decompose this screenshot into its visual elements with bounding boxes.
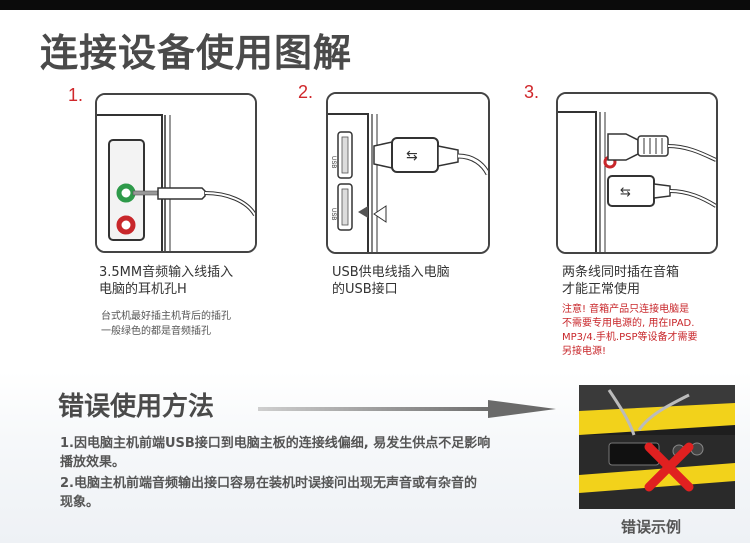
- step-1-note: 台式机最好插主机背后的插孔 一般绿色的都是音频插孔: [101, 309, 231, 339]
- step-1-number: 1.: [68, 85, 84, 105]
- step-3-note-line-4: 另接电源!: [562, 346, 607, 357]
- wrong-example-caption: 错误示例: [621, 518, 682, 536]
- step-3-caption-line-1: 两条线同时插在音箱: [562, 265, 680, 280]
- speaker-back-diagram: ⇆: [558, 94, 716, 252]
- step-3-note: 注意! 音箱产品只连接电脑是 不需要专用电源的, 用在IPAD. MP3/4.手…: [562, 303, 698, 359]
- step-2-caption: USB供电线插入电脑 的USB接口: [332, 264, 450, 298]
- step-3-caption-line-2: 才能正常使用: [562, 282, 641, 297]
- svg-text:⇆: ⇆: [620, 185, 631, 200]
- wrong-example-photo: [579, 385, 735, 509]
- step-1-note-line-2: 一般绿色的都是音频插孔: [101, 326, 211, 337]
- step-3-caption: 两条线同时插在音箱 才能正常使用: [562, 264, 679, 298]
- step-3-illustration: ⇆: [556, 92, 718, 254]
- step-3-number: 3.: [524, 82, 540, 102]
- arrow-right-icon: [258, 400, 556, 418]
- usb-plug-icon-2: [607, 175, 655, 207]
- wrong-usage-item-2-line-2: 现象。: [60, 495, 100, 510]
- wrong-usage-item-2-line-1: 2.电脑主机前端音频输出接口容易在装机时误接问出现无声音或有杂音的: [60, 476, 477, 491]
- wrong-usage-item-1-line-2: 播放效果。: [60, 455, 126, 470]
- usb-port-label-1: USB: [330, 156, 336, 168]
- step-3-note-line-3: MP3/4.手机.PSP等设备才需要: [562, 332, 698, 343]
- audio-jack-diagram: [97, 95, 255, 251]
- green-jack-icon: [116, 183, 136, 203]
- page-title: 连接设备使用图解: [40, 31, 353, 75]
- step-1-illustration: [95, 93, 257, 253]
- wrong-usage-item-1-line-1: 1.因电脑主机前端USB接口到电脑主板的连接线偏细, 易发生供点不足影响: [60, 436, 491, 451]
- step-3-note-line-2: 不需要专用电源的, 用在IPAD.: [562, 318, 695, 329]
- step-2-number: 2.: [298, 82, 314, 102]
- step-2-illustration: USB USB ⇆: [326, 92, 490, 254]
- usb-port-label-2: USB: [330, 208, 336, 220]
- wrong-usage-item-1: 1.因电脑主机前端USB接口到电脑主板的连接线偏细, 易发生供点不足影响 播放效…: [60, 434, 490, 472]
- step-2-caption-line-1: USB供电线插入电脑: [332, 265, 450, 280]
- cross-mark-icon: [644, 442, 694, 492]
- red-jack-icon: [116, 215, 136, 235]
- wrong-usage-title: 错误使用方法: [58, 392, 215, 422]
- wrong-usage-item-2: 2.电脑主机前端音频输出接口容易在装机时误接问出现无声音或有杂音的 现象。: [60, 474, 477, 512]
- top-bar: [0, 0, 750, 10]
- step-1-caption-line-2: 电脑的耳机孔H: [99, 282, 187, 297]
- step-1-caption: 3.5MM音频输入线插入 电脑的耳机孔H: [99, 264, 233, 298]
- step-3-note-line-1: 注意! 音箱产品只连接电脑是: [562, 304, 690, 315]
- step-2-caption-line-2: 的USB接口: [332, 282, 398, 297]
- usb-port-diagram: USB USB ⇆: [328, 94, 488, 252]
- svg-text:⇆: ⇆: [406, 148, 418, 164]
- step-1-caption-line-1: 3.5MM音频输入线插入: [99, 265, 234, 280]
- step-1-note-line-1: 台式机最好插主机背后的插孔: [101, 311, 231, 322]
